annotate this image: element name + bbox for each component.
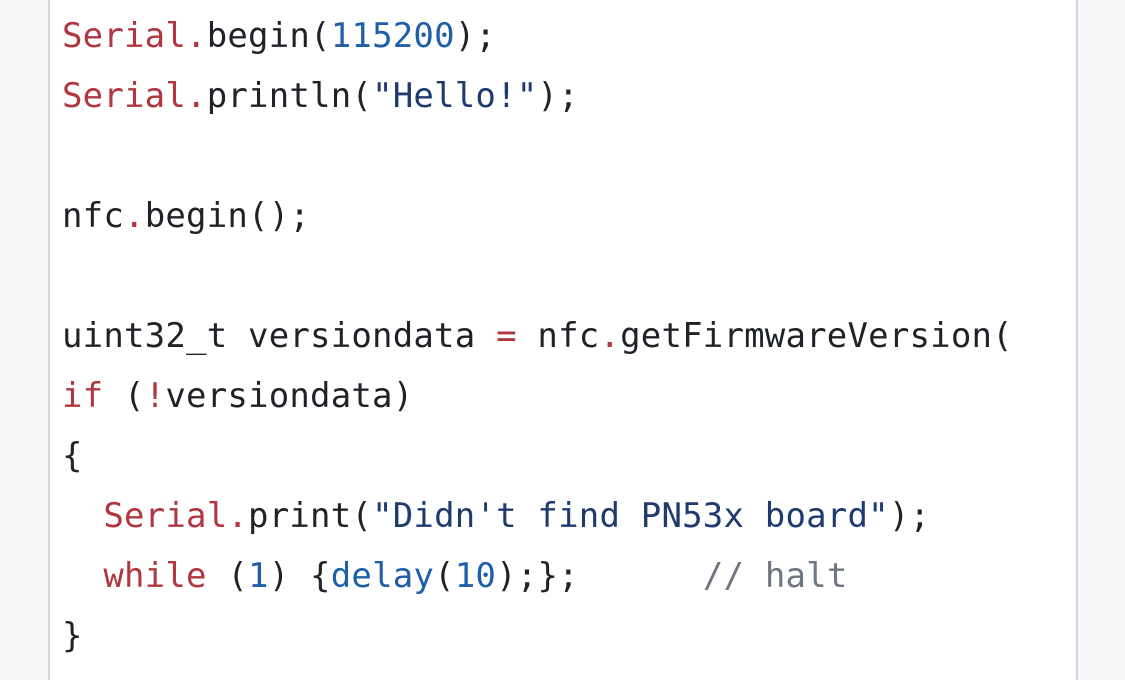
code-token-dot: .: [186, 16, 207, 56]
code-token-num: 115200: [330, 16, 455, 56]
code-token-num: 10: [454, 556, 497, 596]
code-token-plain: nfc: [516, 316, 600, 356]
code-token-plain: begin();: [144, 196, 311, 236]
code-token-plain: );: [888, 496, 931, 536]
code-line: while (1) {delay(10);}; // halt: [62, 546, 1013, 606]
code-line: ​: [62, 246, 1013, 306]
code-token-op: !: [144, 376, 166, 416]
code-token-plain: (: [103, 376, 145, 416]
code-line: Serial.begin(115200);: [62, 6, 1013, 66]
code-token-string: "Hello!": [372, 76, 538, 116]
code-token-num: 1: [248, 556, 269, 596]
code-token-plain: begin(: [206, 16, 331, 56]
code-token-dot: .: [186, 76, 207, 116]
code-text[interactable]: Serial.begin(115200);Serial.println("Hel…: [62, 6, 1013, 666]
code-token-plain: nfc: [62, 196, 125, 236]
code-token-object: Serial: [103, 496, 228, 536]
code-block: Serial.begin(115200);Serial.println("Hel…: [48, 0, 1078, 680]
code-token-object: Serial: [62, 76, 187, 116]
code-token-plain: (: [434, 556, 455, 596]
code-token-plain: uint32_t versiondata: [62, 316, 497, 356]
code-token-plain: );: [454, 16, 497, 56]
code-line: {: [62, 426, 1013, 486]
code-token-plain: );};: [496, 556, 703, 596]
code-token-plain: println(: [206, 76, 373, 116]
code-line: }: [62, 606, 1013, 666]
code-token-plain: [62, 556, 103, 596]
code-token-keyword: if: [62, 376, 104, 416]
code-token-dot: .: [227, 496, 249, 536]
code-token-comment: // halt: [702, 556, 848, 596]
code-token-plain: );: [537, 76, 579, 116]
code-token-plain: versiondata): [165, 376, 414, 416]
code-token-dot: .: [599, 316, 621, 356]
code-token-plain: ) {: [268, 556, 331, 596]
code-token-fn-builtin: delay: [330, 556, 435, 596]
code-token-string: "Didn't find PN53x board": [372, 496, 889, 536]
code-token-plain: getFirmwareVersion(: [620, 316, 1013, 356]
code-token-keyword: while: [103, 556, 207, 596]
code-token-plain: print(: [248, 496, 373, 536]
code-line: nfc.begin();: [62, 186, 1013, 246]
code-token-object: Serial: [62, 16, 187, 56]
code-line: Serial.print("Didn't find PN53x board");: [62, 486, 1013, 546]
code-line: if (!versiondata): [62, 366, 1013, 426]
code-token-plain: }: [62, 616, 83, 656]
code-token-plain: {: [62, 436, 83, 476]
code-token-plain: [62, 496, 103, 536]
code-token-op: =: [496, 316, 517, 356]
code-line: ​: [62, 126, 1013, 186]
code-line: uint32_t versiondata = nfc.getFirmwareVe…: [62, 306, 1013, 366]
code-token-plain: (: [206, 556, 249, 596]
code-line: Serial.println("Hello!");: [62, 66, 1013, 126]
code-token-dot: .: [124, 196, 145, 236]
